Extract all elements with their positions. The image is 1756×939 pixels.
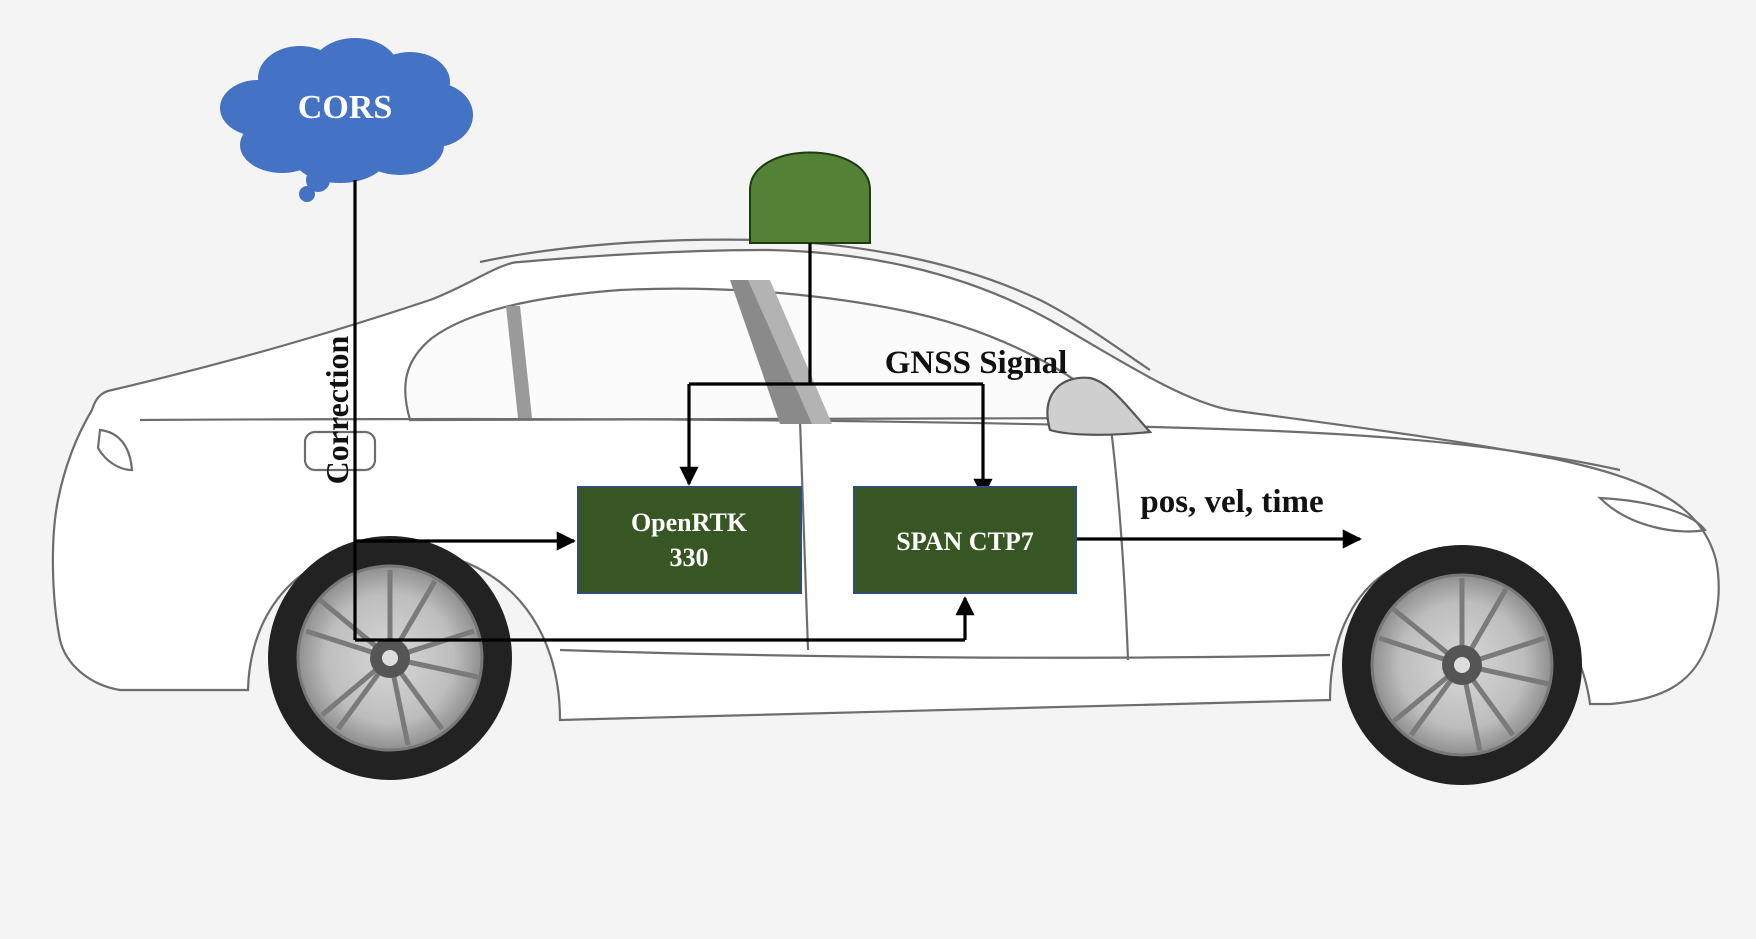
output-label: pos, vel, time	[1140, 484, 1323, 520]
car-roof	[479, 238, 1151, 371]
car-side-mirror	[1046, 376, 1153, 436]
openrtk-box: OpenRTK 330	[577, 486, 802, 594]
span-box: SPAN CTP7	[853, 486, 1077, 594]
car-b-pillar	[506, 280, 832, 424]
openrtk-label-line1: OpenRTK	[631, 508, 748, 537]
cors-cloud: CORS	[220, 38, 473, 202]
car-sill-line	[559, 648, 1331, 659]
car-door-handle	[303, 430, 377, 472]
car-headlight	[1597, 496, 1707, 533]
correction-label: Correction	[319, 335, 355, 484]
cors-label: CORS	[298, 89, 392, 126]
cloud-shape	[220, 38, 473, 202]
openrtk-label-line2: 330	[670, 543, 709, 572]
front-wheel	[1342, 545, 1582, 785]
span-rect	[853, 486, 1077, 594]
gnss-signal-label: GNSS Signal	[885, 345, 1068, 381]
gnss-antenna	[749, 151, 871, 244]
rear-wheel	[268, 536, 512, 780]
openrtk-rect	[577, 486, 802, 594]
connections	[353, 180, 1362, 642]
car-taillight	[96, 428, 134, 472]
car-front-door-line	[798, 419, 810, 651]
span-label: SPAN CTP7	[896, 527, 1033, 556]
